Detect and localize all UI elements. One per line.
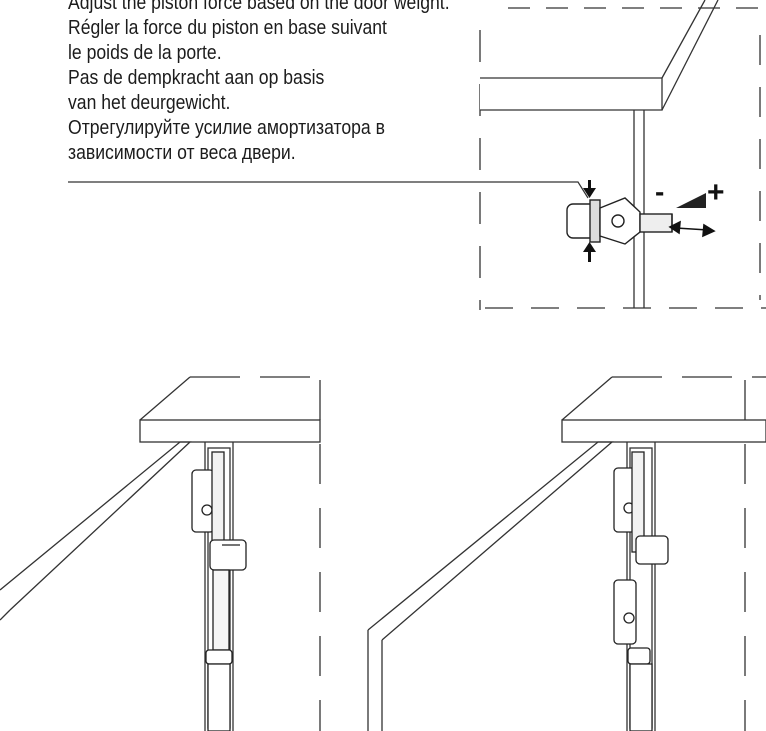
leader-line (68, 181, 589, 199)
lift-mechanism-right-icon (613, 451, 669, 731)
instruction-line-dutch-2: van het deurgewicht. (68, 92, 231, 114)
cabinet-right-illustration (367, 376, 766, 731)
decrease-force-label: - (655, 176, 665, 207)
piston-icon (566, 197, 673, 245)
adjust-double-arrow-icon (668, 220, 716, 238)
instruction-line-french-2: le poids de la porte. (68, 42, 222, 64)
push-arrows-icon (583, 180, 596, 262)
lift-mechanism-left-icon (191, 451, 247, 731)
increase-force-label: + (707, 176, 725, 209)
instruction-line-french-1: Régler la force du piston en base suivan… (68, 17, 387, 39)
force-wedge-icon (676, 193, 706, 208)
instruction-text-block: Adjust the piston force based on the doo… (68, 0, 450, 166)
instruction-line-russian-1: Отрегулируйте усилие амортизатора в (68, 117, 385, 139)
instruction-line-english: Adjust the piston force based on the doo… (68, 0, 450, 14)
instruction-line-russian-2: зависимости от веса двери. (68, 142, 296, 164)
top-cabinet-detail (479, 0, 766, 310)
instruction-line-dutch-1: Pas de dempkracht aan op basis (68, 67, 325, 89)
cabinet-left-illustration (0, 376, 321, 731)
